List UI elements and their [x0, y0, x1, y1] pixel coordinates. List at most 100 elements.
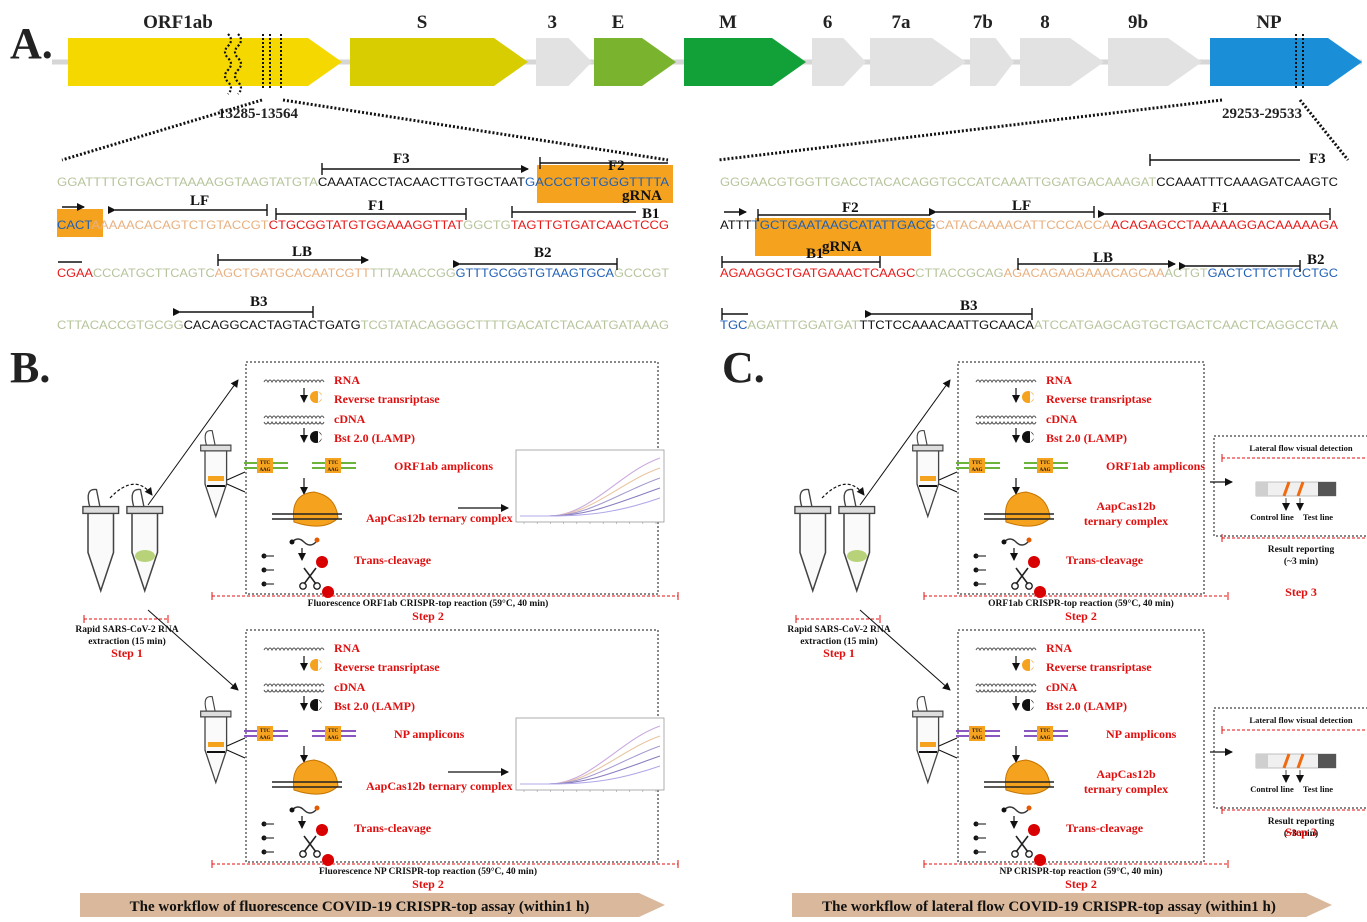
ternary-label-2: ternary complex	[1084, 782, 1168, 796]
rna-label: RNA	[1046, 373, 1072, 387]
gene-9b-arrow	[1108, 38, 1202, 86]
step1-label: Step 1	[111, 646, 143, 660]
reporter-icon	[1001, 805, 1032, 814]
bst-label: Bst 2.0 (LAMP)	[334, 699, 415, 713]
tube-icon	[200, 696, 232, 785]
ternary-label-2: ternary complex	[1084, 514, 1168, 528]
workflow-banner-arrow	[792, 893, 1332, 917]
tube-icon	[82, 488, 120, 594]
flow-arrow	[147, 379, 239, 506]
svg-text:TTC: TTC	[972, 729, 983, 734]
primer-b2-right: B2	[1307, 252, 1325, 268]
svg-text:AAG: AAG	[971, 468, 982, 473]
svg-text:TTC: TTC	[972, 461, 983, 466]
step1-label: Step 1	[823, 646, 855, 660]
panel-c-label: C.	[722, 343, 765, 392]
amplicon-icon: TTC AAG	[956, 458, 1000, 473]
sample-liquid	[847, 550, 867, 562]
result-reporting-label: Result reporting	[1268, 817, 1335, 827]
amplicon-label: NP amplicons	[1106, 727, 1177, 741]
bst-label: Bst 2.0 (LAMP)	[1046, 431, 1127, 445]
flow-arrow	[859, 609, 951, 691]
primer-b1-right: B1	[806, 246, 824, 262]
gene-label-9b: 9b	[1128, 12, 1148, 33]
primer-f1-left: F1	[368, 198, 385, 214]
ternary-label: AapCas12b ternary complex	[366, 779, 513, 793]
test-line-label: Test line	[1303, 512, 1333, 522]
grna-label-left: gRNA	[622, 188, 662, 204]
control-line-label: Control line	[1250, 784, 1294, 794]
step2-label-orf1ab: Step 2	[412, 609, 444, 623]
test-line-label: Test line	[1303, 784, 1333, 794]
break-mark	[233, 33, 243, 95]
flow-arrow	[859, 379, 951, 506]
reaction-caption-orf1ab: ORF1ab CRISPR-top reaction (59°C, 40 min…	[988, 598, 1174, 609]
primer-lb-left: LB	[292, 244, 312, 260]
svg-text:AAG: AAG	[259, 736, 270, 741]
gene-label-e: E	[612, 12, 625, 33]
primer-f3-right: F3	[1309, 151, 1326, 167]
gene-e-arrow	[594, 38, 676, 86]
step3-label: Step 3	[1285, 585, 1317, 599]
primer-b3-left: B3	[250, 294, 268, 310]
step3-label: Step 3	[1285, 825, 1317, 839]
svg-text:AAG: AAG	[259, 468, 270, 473]
workflow-banner-text: The workflow of fluorescence COVID-19 CR…	[130, 899, 590, 915]
gene-label-7a: 7a	[892, 12, 912, 33]
bst-label: Bst 2.0 (LAMP)	[334, 431, 415, 445]
reaction-box	[957, 361, 1205, 595]
fluorescence-curve-plot	[515, 717, 665, 792]
amplicon-label: ORF1ab amplicons	[394, 459, 493, 473]
cas12b-complex-icon	[272, 491, 342, 527]
transfer-arrow	[109, 483, 153, 499]
reaction-caption-orf1ab: Fluorescence ORF1ab CRISPR-top reaction …	[308, 598, 549, 609]
primer-b1-left: B1	[642, 206, 660, 222]
extraction-label-2: extraction (15 min)	[88, 636, 166, 647]
primer-lf-left: LF	[190, 193, 209, 209]
reaction-caption-np: NP CRISPR-top reaction (59°C, 40 min)	[999, 866, 1162, 877]
primer-f3-left: F3	[393, 151, 410, 167]
rna-label: RNA	[1046, 641, 1072, 655]
tube-band	[208, 476, 224, 481]
primer-b3-right: B3	[960, 298, 978, 314]
cas12b-complex-icon	[984, 759, 1054, 795]
lateral-flow-title: Lateral flow visual detection	[1249, 715, 1352, 725]
svg-text:AAG: AAG	[1039, 736, 1050, 741]
svg-text:AAG: AAG	[971, 736, 982, 741]
fluorescence-curve-plot	[515, 449, 665, 524]
gene-8-arrow	[1020, 38, 1104, 86]
tube-icon	[912, 696, 944, 785]
grna-label-right: gRNA	[822, 239, 862, 255]
bst-label: Bst 2.0 (LAMP)	[1046, 699, 1127, 713]
panel-b-label: B.	[10, 343, 50, 392]
zoom-lines	[61, 98, 1350, 162]
result-reporting-label: Result reporting	[1268, 545, 1335, 555]
tube-icon	[912, 430, 944, 519]
step2-label-np: Step 2	[1065, 877, 1097, 891]
cdna-label: cDNA	[334, 412, 366, 426]
rna-label: RNA	[334, 373, 360, 387]
reporter-icon	[289, 805, 320, 814]
trans-cleavage-label: Trans-cleavage	[354, 553, 432, 567]
cdna-label: cDNA	[334, 680, 366, 694]
ternary-label: AapCas12b ternary complex	[366, 511, 513, 525]
right-sequence: GGGAACGTGGTTGACCTACACAGGTGCCATCAAATTGGAT…	[720, 151, 1338, 332]
reaction-caption-np: Fluorescence NP CRISPR-top reaction (59°…	[319, 866, 537, 877]
svg-text:TTC: TTC	[328, 729, 339, 734]
cas12b-complex-icon	[984, 491, 1054, 527]
reporter-icon	[1001, 537, 1032, 546]
extraction-label-1: Rapid SARS-CoV-2 RNA	[75, 625, 178, 635]
